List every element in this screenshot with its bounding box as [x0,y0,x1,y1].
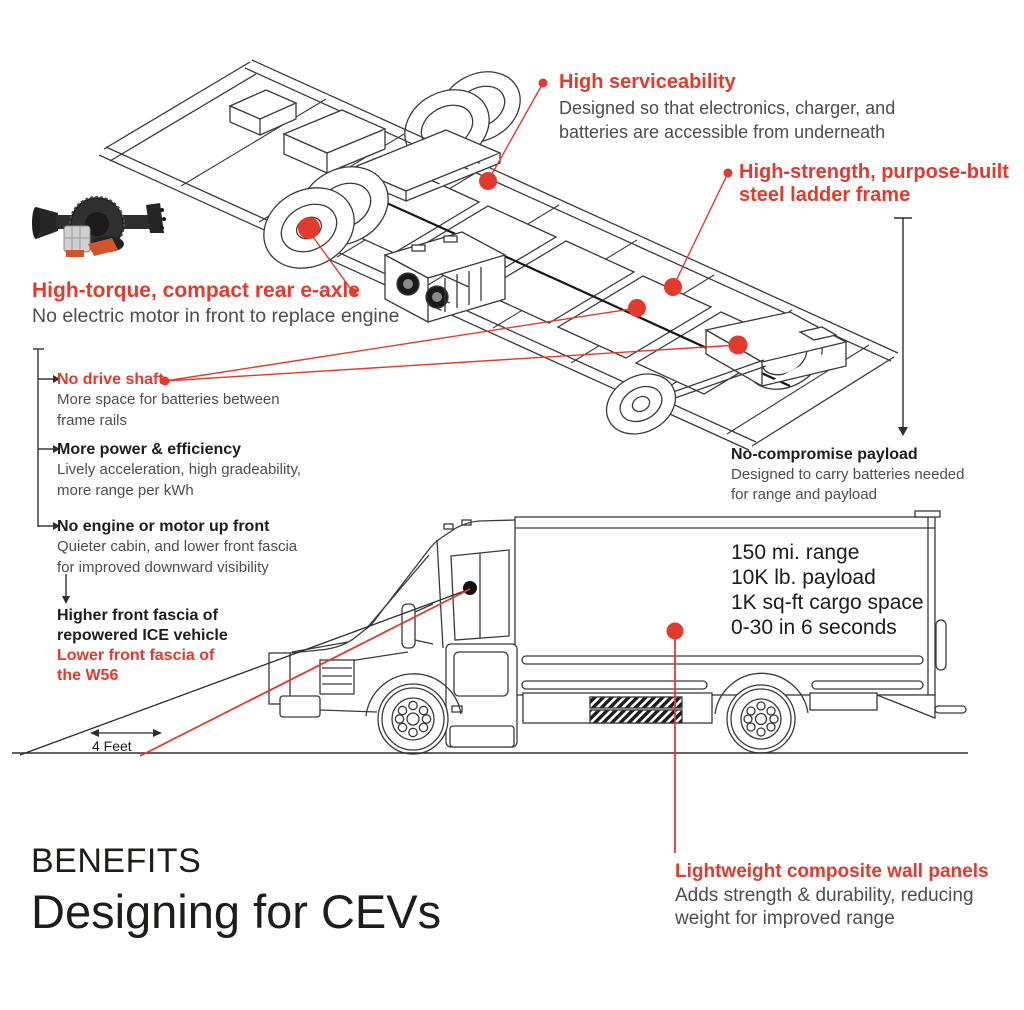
callout-dot-serviceability [479,172,497,190]
front-wheel [377,683,449,755]
wall-panels-title: Lightweight composite wall panels [675,861,989,882]
rear-equipment-boxes [228,89,502,202]
footer-eyebrow: BENEFITS [31,842,202,880]
callout-dot-battery [728,335,748,355]
list-item-power-body: Lively acceleration, high gradeability, … [57,461,302,499]
spec-range: 150 mi. range [731,541,860,564]
cargo-box [514,510,967,724]
charger-box [383,231,507,324]
fascia-line-2: repowered ICE vehicle [57,627,228,644]
list-item-drive-shaft-title: No drive shaft [57,371,164,388]
fascia-line-3: Lower front fascia of [57,647,215,664]
list-item-no-engine-body: Quieter cabin, and lower front fascia fo… [57,538,298,576]
callout-dot-wall-panel [666,622,684,640]
e-axle-photo [32,196,166,257]
truck-illustration [12,510,968,756]
bullet-ladder-frame [723,168,733,178]
wheels [365,672,809,755]
list-bracket [33,348,70,604]
list-item-power-title: More power & efficiency [57,441,242,458]
vent-hatch [589,696,683,724]
page-title: Designing for CEVs [31,885,442,938]
fascia-line-1: Higher front fascia of [57,607,218,624]
list-item-drive-shaft-body: More space for batteries between frame r… [57,391,280,429]
callout-dot-e-axle [298,217,320,239]
spec-payload: 10K lb. payload [731,566,876,589]
spec-acceleration: 0-30 in 6 seconds [731,616,897,639]
serviceability-title: High serviceability [559,71,736,93]
driver-eye-dot [463,581,477,595]
e-axle-body: No electric motor in front to replace en… [32,305,400,327]
payload-body: Designed to carry batteries needed for r… [731,466,965,503]
cab [268,519,518,748]
bullet-drive-shaft [160,376,170,386]
fascia-line-4: the W56 [57,667,119,684]
dimension-label: 4 Feet [92,738,132,754]
e-axle-title: High-torque, compact rear e-axle [32,279,360,302]
payload-title: No-compromise payload [731,446,918,463]
red-callout-overlay [139,78,748,853]
ladder-frame-title: High-strength, purpose-built steel ladde… [739,161,1009,206]
rear-wheel [726,684,796,754]
chassis-illustration [98,59,899,451]
dimension-arrow [90,729,162,737]
list-item-no-engine-title: No engine or motor up front [57,518,270,535]
bullet-serviceability [538,78,548,88]
wall-panels-body: Adds strength & durability, reducing wei… [675,885,974,929]
callout-dot-drive-shaft [628,299,646,317]
ice-sight-line [19,588,471,756]
bullet-e-axle [349,288,357,296]
spec-list: 150 mi. range 10K lb. payload 1K sq-ft c… [731,540,924,640]
spec-cargo-space: 1K sq-ft cargo space [731,591,924,614]
measure-arrow [894,217,912,436]
serviceability-body: Designed so that electronics, charger, a… [559,98,896,142]
fascia-note: Higher front fascia of repowered ICE veh… [57,606,228,686]
callout-dot-ladder-frame [664,278,682,296]
